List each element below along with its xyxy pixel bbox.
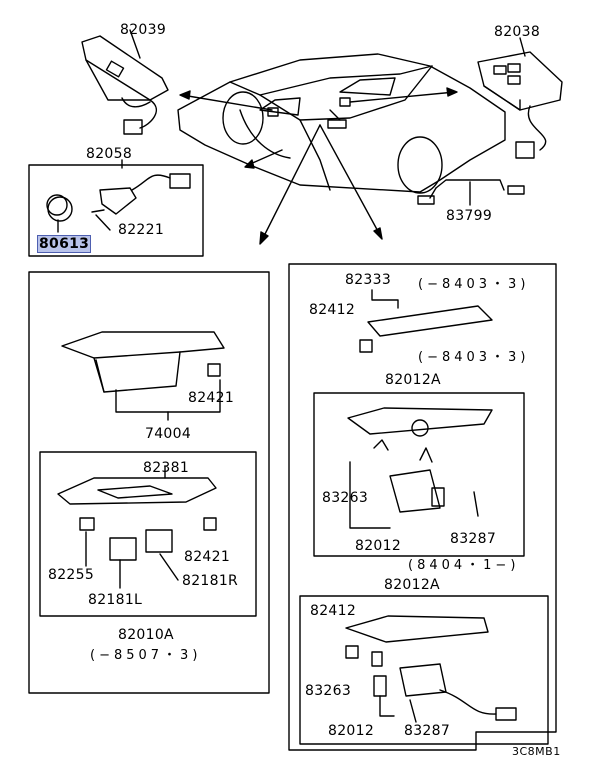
diagram-code: 3C8MB1 bbox=[512, 745, 561, 758]
range-top1: (−8403・3) bbox=[418, 277, 530, 292]
part-82381-drawing bbox=[57, 465, 217, 589]
part-82058-drawing bbox=[46, 159, 191, 233]
label-82255[interactable]: 82255 bbox=[48, 567, 95, 583]
label-83263-b[interactable]: 83263 bbox=[305, 683, 352, 699]
label-82039[interactable]: 82039 bbox=[120, 22, 167, 38]
label-82412-a[interactable]: 82412 bbox=[309, 302, 356, 318]
car-illustration bbox=[177, 53, 506, 194]
label-82412-b[interactable]: 82412 bbox=[310, 603, 357, 619]
frame-right bbox=[288, 263, 557, 751]
frame-left bbox=[28, 271, 270, 694]
label-82181L[interactable]: 82181L bbox=[88, 592, 143, 608]
label-82038[interactable]: 82038 bbox=[494, 24, 541, 40]
label-82012-a[interactable]: 82012 bbox=[355, 538, 402, 554]
part-82012A-upper-drawing bbox=[347, 407, 493, 529]
part-82038-drawing bbox=[477, 37, 563, 159]
range-left: (−8507・3) bbox=[90, 648, 202, 663]
part-82039-drawing bbox=[81, 29, 169, 135]
label-82381[interactable]: 82381 bbox=[143, 460, 190, 476]
label-82181R[interactable]: 82181R bbox=[182, 573, 239, 589]
label-82421-b[interactable]: 82421 bbox=[184, 549, 231, 565]
range-mid: (8404・1−) bbox=[408, 558, 520, 573]
range-top2: (−8403・3) bbox=[418, 350, 530, 365]
label-83287-a[interactable]: 83287 bbox=[450, 531, 497, 547]
label-83263-a[interactable]: 83263 bbox=[322, 490, 369, 506]
label-82012A-b[interactable]: 82012A bbox=[384, 577, 440, 593]
label-82012A-a[interactable]: 82012A bbox=[385, 372, 441, 388]
label-82010A[interactable]: 82010A bbox=[118, 627, 174, 643]
box-82012A-lower bbox=[299, 595, 549, 745]
box-82012A-upper bbox=[313, 392, 525, 557]
label-80613-highlighted[interactable]: 80613 bbox=[37, 235, 92, 253]
label-82058[interactable]: 82058 bbox=[86, 146, 133, 162]
box-82058 bbox=[28, 164, 204, 257]
label-82421-a[interactable]: 82421 bbox=[188, 390, 235, 406]
label-82012-b[interactable]: 82012 bbox=[328, 723, 375, 739]
part-83799-drawing bbox=[417, 179, 525, 206]
label-83799[interactable]: 83799 bbox=[446, 208, 493, 224]
box-82381 bbox=[39, 451, 257, 617]
leader-arrows bbox=[179, 87, 458, 245]
part-74004-drawing bbox=[61, 331, 225, 421]
label-82221[interactable]: 82221 bbox=[118, 222, 165, 238]
part-82012A-lower-drawing bbox=[345, 615, 517, 723]
label-83287-b[interactable]: 83287 bbox=[404, 723, 451, 739]
part-82333-drawing bbox=[359, 289, 493, 353]
label-82333[interactable]: 82333 bbox=[345, 272, 392, 288]
label-74004[interactable]: 74004 bbox=[145, 426, 192, 442]
